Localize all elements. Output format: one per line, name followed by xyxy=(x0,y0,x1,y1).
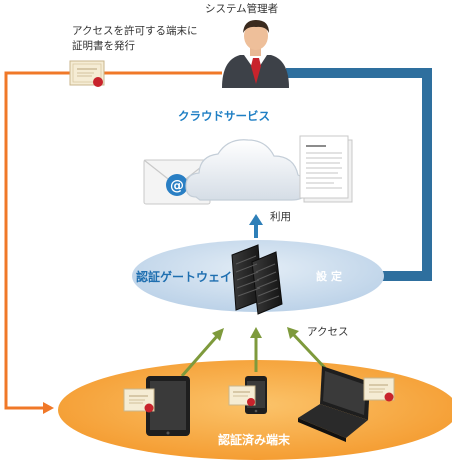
certificate-note: アクセスを許可する端末に 証明書を発行 xyxy=(72,24,212,54)
certificate-icon xyxy=(123,388,155,413)
devices-label: 認証済み端末 xyxy=(218,433,291,447)
svg-text:@: @ xyxy=(170,178,184,194)
certificate-icon xyxy=(69,60,105,87)
tablet-icon xyxy=(146,376,190,436)
access-label: アクセス xyxy=(307,326,349,338)
certificate-icon xyxy=(228,385,256,406)
access-arrows xyxy=(180,327,327,377)
certificate-note-line-1: アクセスを許可する端末に xyxy=(72,25,198,37)
certificate-note-line-2: 証明書を発行 xyxy=(72,40,135,52)
admin-label: システム管理者 xyxy=(205,3,279,15)
use-arrow xyxy=(249,214,263,238)
certificate-flow-arrow xyxy=(4,71,222,414)
gateway-label: 認証ゲートウェイ xyxy=(136,270,233,284)
cloud-service-label: クラウドサービス xyxy=(178,109,270,123)
use-label: 利用 xyxy=(270,211,291,223)
setting-label: 設定 xyxy=(316,270,346,283)
cloud-icon xyxy=(185,139,308,201)
certificate-icon xyxy=(363,377,395,402)
businessman-icon xyxy=(222,20,289,88)
document-icon xyxy=(299,135,353,203)
server-icon xyxy=(231,244,283,315)
laptop-icon xyxy=(298,366,370,442)
